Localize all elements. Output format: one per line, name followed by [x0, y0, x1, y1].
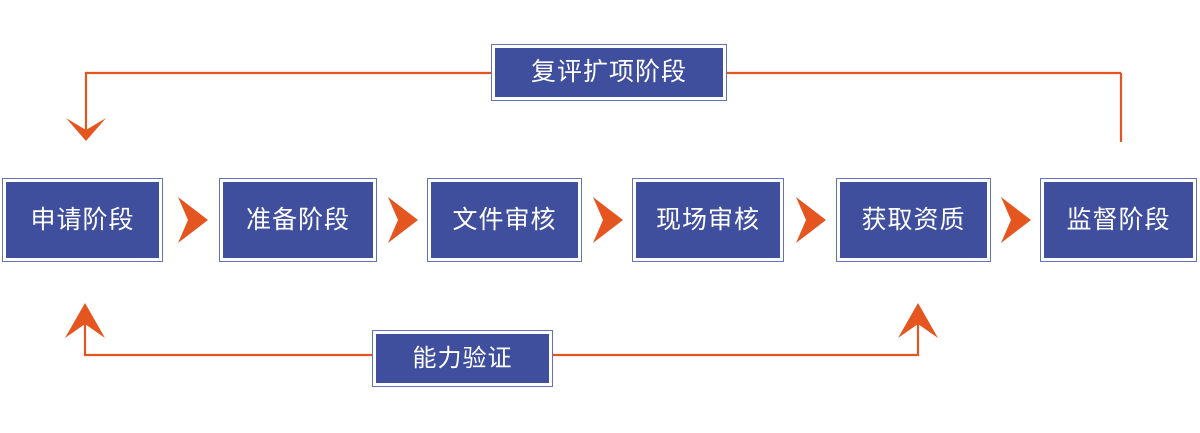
- stage-box-doc-review[interactable]: 文件审核: [427, 178, 582, 262]
- stage-box-doc-review-fill: 文件审核: [431, 182, 578, 258]
- stage-box-reassess-fill: 复评扩项阶段: [495, 48, 723, 97]
- chevron-3-icon: [593, 197, 623, 243]
- stage-label-get-cert: 获取资质: [861, 205, 966, 234]
- capability-loop-left-arrowhead: [65, 303, 105, 338]
- capability-loop-left-rail: [83, 312, 372, 357]
- capability-loop-right-arrowhead: [898, 303, 938, 338]
- stage-box-supervise[interactable]: 监督阶段: [1040, 178, 1197, 262]
- stage-label-apply: 申请阶段: [30, 205, 135, 234]
- stage-box-site-audit-fill: 现场审核: [636, 182, 780, 258]
- stage-box-capability-fill: 能力验证: [376, 334, 549, 383]
- stage-box-reassess[interactable]: 复评扩项阶段: [491, 44, 727, 101]
- stage-box-prepare-fill: 准备阶段: [223, 182, 373, 258]
- chevron-5-icon: [1001, 197, 1031, 243]
- stage-label-supervise: 监督阶段: [1066, 205, 1171, 234]
- stage-box-capability[interactable]: 能力验证: [372, 330, 553, 387]
- chevron-1-icon: [178, 197, 208, 243]
- reassess-loop-top-left-rail: [84, 71, 491, 132]
- stage-label-capability: 能力验证: [412, 344, 513, 372]
- stage-box-apply[interactable]: 申请阶段: [2, 178, 163, 262]
- chevron-2-icon: [388, 197, 418, 243]
- stage-box-site-audit[interactable]: 现场审核: [632, 178, 784, 262]
- stage-box-get-cert[interactable]: 获取资质: [836, 178, 991, 262]
- stage-box-supervise-fill: 监督阶段: [1044, 182, 1193, 258]
- stage-box-get-cert-fill: 获取资质: [840, 182, 987, 258]
- stage-label-doc-review: 文件审核: [452, 205, 557, 234]
- reassess-loop-down-arrowhead: [66, 118, 106, 141]
- capability-loop-right-rail: [553, 312, 920, 357]
- chevron-4-icon: [796, 197, 826, 243]
- stage-label-reassess: 复评扩项阶段: [530, 58, 687, 86]
- stage-label-site-audit: 现场审核: [655, 205, 760, 234]
- stage-box-prepare[interactable]: 准备阶段: [219, 178, 377, 262]
- stage-label-prepare: 准备阶段: [245, 205, 350, 234]
- stage-box-apply-fill: 申请阶段: [6, 182, 159, 258]
